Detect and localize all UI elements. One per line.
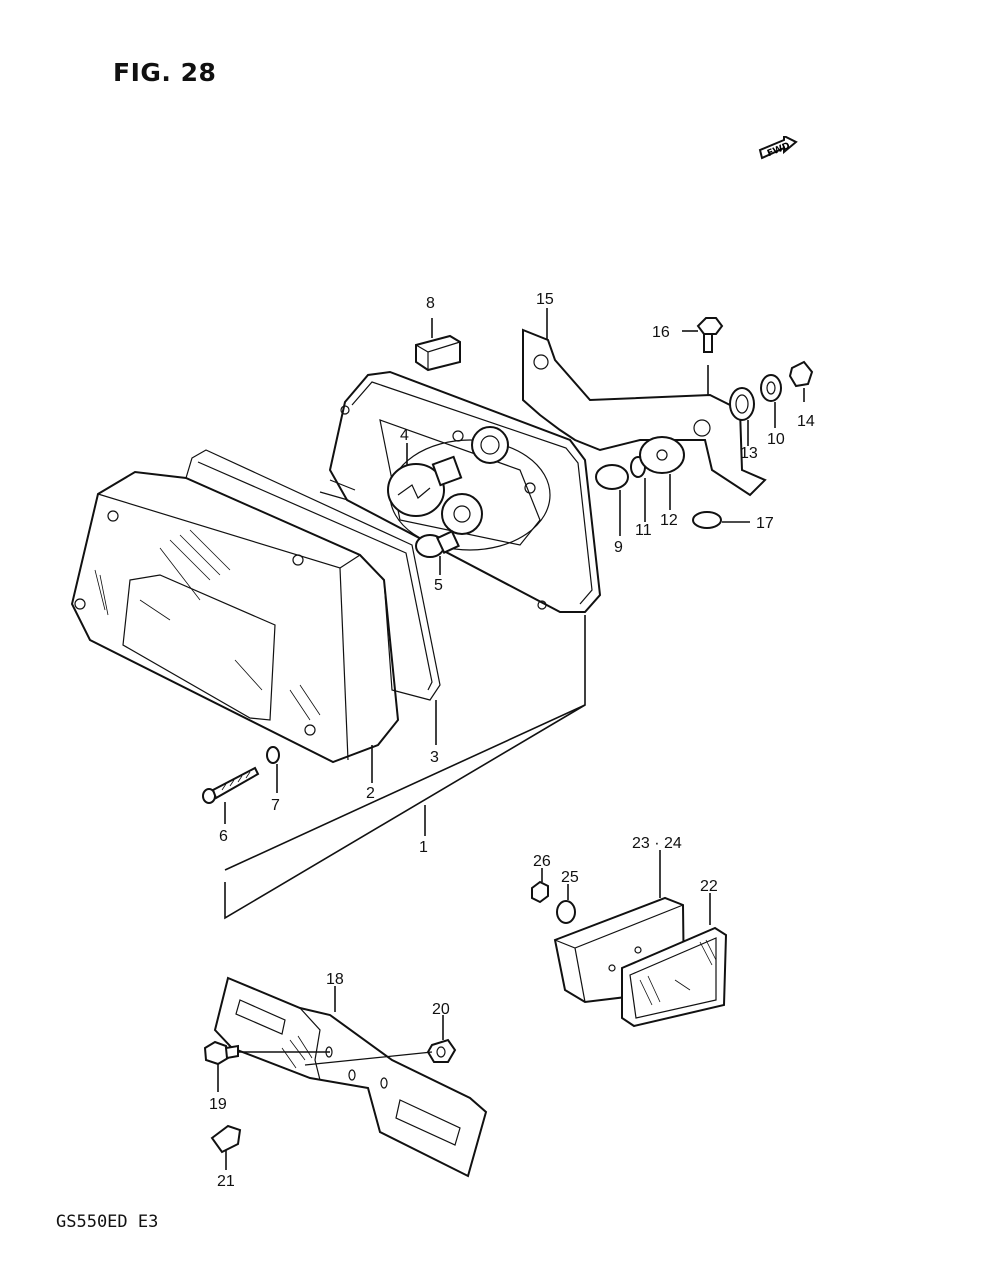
- grommet-17: [692, 511, 722, 529]
- washer-10: [760, 374, 782, 402]
- washer-9: [595, 464, 629, 490]
- cushion-part: [415, 334, 461, 372]
- callout-labels: 8 15 16 4 5 14 10 13 9 11 12 17 3 2 7 6 …: [209, 291, 815, 1190]
- callout-20: 20: [432, 1001, 450, 1018]
- callout-15: 15: [536, 291, 554, 308]
- callout-4: 4: [400, 427, 409, 444]
- bolt-19: [203, 1040, 230, 1066]
- small-bulb-part: [415, 530, 460, 558]
- callout-25: 25: [561, 869, 579, 886]
- callout-19: 19: [209, 1096, 227, 1113]
- nut-14: [788, 360, 814, 388]
- assembly-bracket-lines: [224, 615, 586, 920]
- reflector-parts: [531, 880, 728, 1028]
- callout-14: 14: [797, 413, 815, 430]
- cap-21: [210, 1124, 242, 1154]
- callout-1: 1: [419, 839, 428, 856]
- washer-25: [556, 900, 576, 924]
- callout-5: 5: [434, 577, 443, 594]
- callout-23-24: 23 · 24: [632, 835, 682, 852]
- grommet-13: [729, 387, 755, 421]
- mounting-bracket-part: [522, 328, 767, 497]
- nut-26: [531, 880, 549, 904]
- callout-16: 16: [652, 324, 670, 341]
- hardware-parts: [595, 317, 814, 529]
- callout-22: 22: [700, 878, 718, 895]
- fwd-arrow-icon: FWD: [758, 136, 798, 160]
- leader-lines: [217, 308, 805, 1170]
- collar-20: [426, 1038, 457, 1063]
- callout-7: 7: [271, 797, 280, 814]
- reflector-lens-22: [621, 926, 728, 1028]
- callout-21: 21: [217, 1173, 235, 1190]
- tail-lens-part: [70, 470, 400, 764]
- callout-6: 6: [219, 828, 228, 845]
- washer-7: [266, 746, 280, 764]
- figure-title: FIG. 28: [113, 58, 217, 87]
- bolt-16: [696, 317, 724, 335]
- callout-8: 8: [426, 295, 435, 312]
- callout-18: 18: [326, 971, 344, 988]
- callout-26: 26: [533, 853, 551, 870]
- bulb-part: [387, 455, 463, 517]
- callout-12: 12: [660, 512, 678, 529]
- callout-2: 2: [366, 785, 375, 802]
- callout-3: 3: [430, 749, 439, 766]
- callout-13: 13: [740, 445, 758, 462]
- callout-9: 9: [614, 539, 623, 556]
- plate-12: [639, 436, 685, 474]
- callout-11: 11: [635, 522, 652, 539]
- model-code: GS550ED E3: [56, 1212, 159, 1232]
- gasket-part: [185, 449, 441, 701]
- callout-17: 17: [756, 515, 774, 532]
- screw-parts: [202, 746, 280, 804]
- callout-10: 10: [767, 431, 785, 448]
